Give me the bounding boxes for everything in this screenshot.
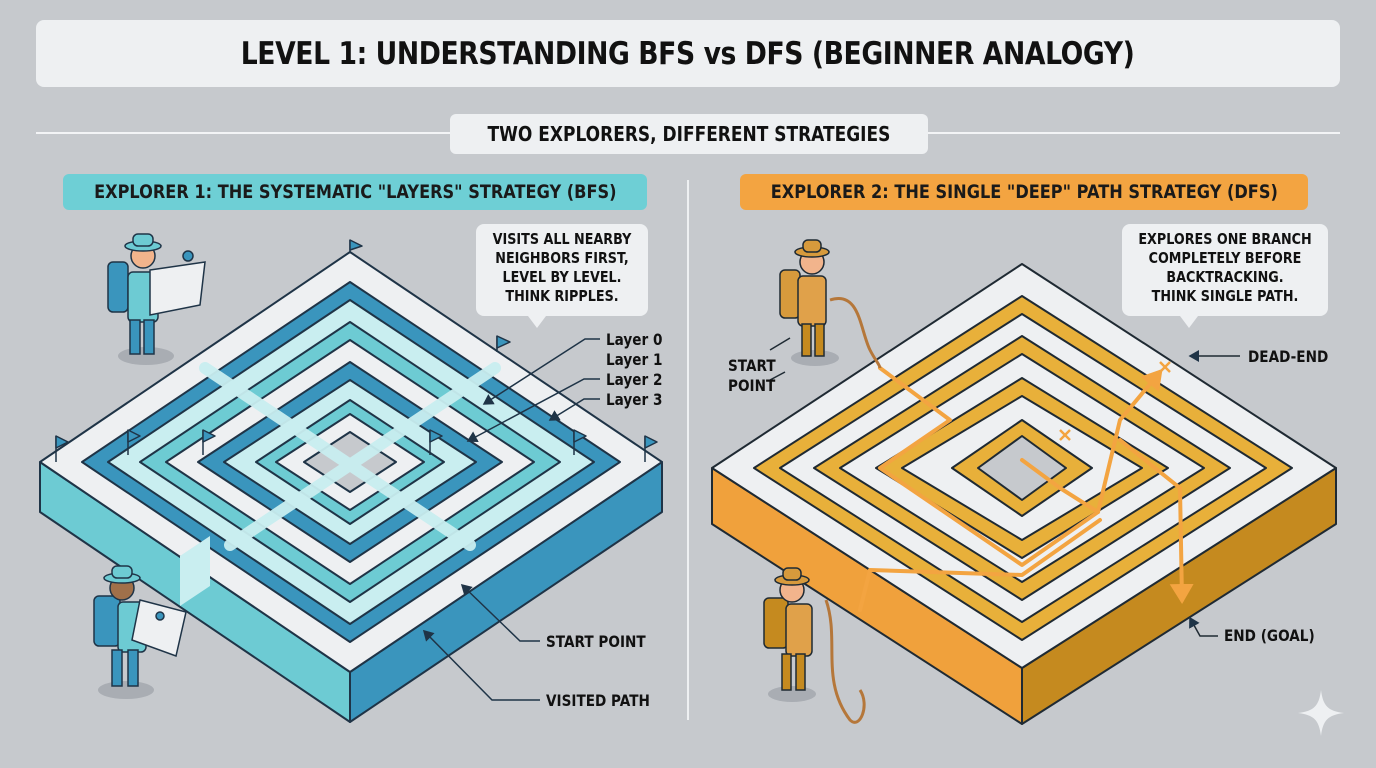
dfs-end-goal-label: END (GOAL) <box>1224 626 1315 645</box>
layer-3-label: Layer 3 <box>606 390 663 409</box>
dfs-bubble-line: COMPLETELY BEFORE <box>1148 249 1302 267</box>
layer-1-label: Layer 1 <box>606 350 663 369</box>
bfs-heading: EXPLORER 1: THE SYSTEMATIC "LAYERS" STRA… <box>93 181 617 203</box>
sparkle-icon <box>1298 690 1344 736</box>
dfs-heading: EXPLORER 2: THE SINGLE "DEEP" PATH STRAT… <box>770 181 1278 203</box>
dfs-explorer-top-icon <box>779 239 882 369</box>
bfs-bubble-line: VISITS ALL NEARBY <box>492 230 632 248</box>
dfs-speech-bubble: EXPLORES ONE BRANCH COMPLETELY BEFORE BA… <box>1122 224 1328 328</box>
dfs-explorer-bottom-icon <box>763 567 866 724</box>
page-title: LEVEL 1: UNDERSTANDING BFS vs DFS (BEGIN… <box>241 35 1135 72</box>
panel-divider <box>687 180 689 720</box>
bfs-visited-path-label: VISITED PATH <box>546 691 650 710</box>
dfs-path <box>858 366 1194 612</box>
dfs-bubble-line: BACKTRACKING. <box>1166 268 1284 286</box>
bfs-explorer-bottom-icon <box>93 565 187 699</box>
bfs-explorer-top-icon <box>107 233 206 365</box>
bfs-flags <box>55 239 658 462</box>
layer-2-label: Layer 2 <box>606 370 663 389</box>
subtitle-banner: TWO EXPLORERS, DIFFERENT STRATEGIES <box>450 114 928 154</box>
bfs-start-point-label: START POINT <box>546 632 646 651</box>
dfs-dead-end-label: DEAD-END <box>1248 347 1329 366</box>
title-banner: LEVEL 1: UNDERSTANDING BFS vs DFS (BEGIN… <box>36 20 1340 87</box>
bfs-bubble-line: LEVEL BY LEVEL. <box>502 268 622 286</box>
bfs-speech-bubble: VISITS ALL NEARBY NEIGHBORS FIRST, LEVEL… <box>476 224 648 328</box>
bfs-bubble-line: NEIGHBORS FIRST, <box>495 249 629 267</box>
bfs-bubble-line: THINK RIPPLES. <box>505 287 619 305</box>
page-subtitle: TWO EXPLORERS, DIFFERENT STRATEGIES <box>487 122 891 146</box>
dfs-leaders <box>769 337 1240 637</box>
bfs-maze <box>39 239 663 723</box>
bfs-heading-badge: EXPLORER 1: THE SYSTEMATIC "LAYERS" STRA… <box>63 174 647 210</box>
dfs-maze <box>711 263 1337 725</box>
dfs-heading-badge: EXPLORER 2: THE SINGLE "DEEP" PATH STRAT… <box>740 174 1308 210</box>
bfs-layer-leaders <box>422 338 600 701</box>
dfs-start-label-line2: POINT <box>728 376 776 395</box>
layer-0-label: Layer 0 <box>606 330 663 349</box>
dfs-bubble-line: THINK SINGLE PATH. <box>1151 287 1299 305</box>
dfs-bubble-line: EXPLORES ONE BRANCH <box>1138 230 1312 248</box>
dfs-start-label-line1: START <box>728 356 776 375</box>
